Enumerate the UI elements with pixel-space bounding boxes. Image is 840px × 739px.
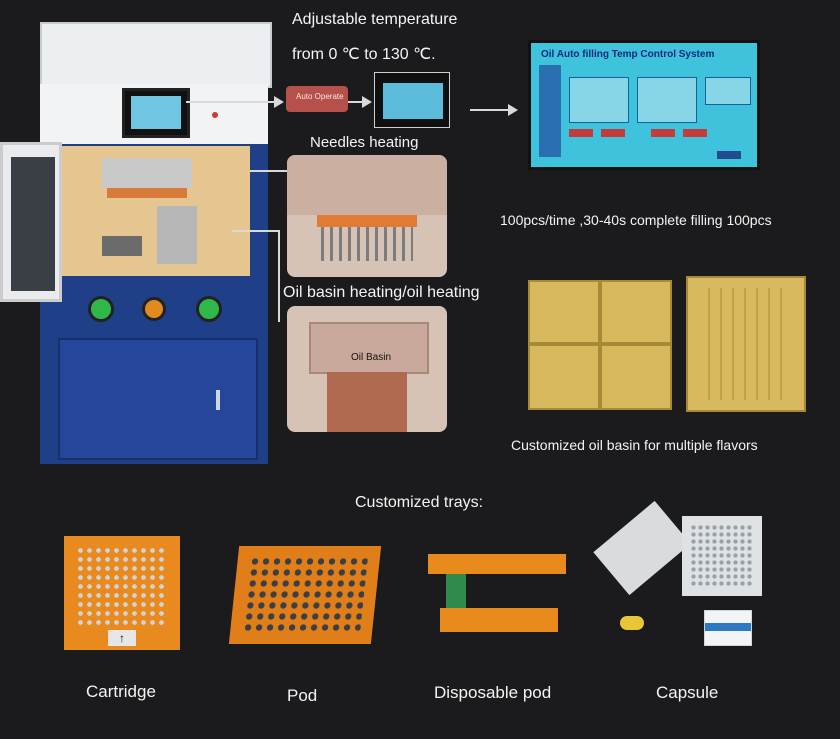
machine-top-cover: [40, 22, 272, 88]
button-panel: [62, 286, 250, 332]
oil-basin-photo: Oil Basin: [287, 306, 447, 432]
capsule-icon: [620, 616, 644, 630]
mini-hmi-frame: [374, 72, 450, 128]
machine-cabinet: [58, 338, 258, 460]
capsule-tray-angled: [593, 500, 691, 596]
indicator-light-icon: [212, 112, 218, 118]
custom-basin-caption: Customized oil basin for multiple flavor…: [511, 437, 758, 453]
capacity-text: 100pcs/time ,30-40s complete filling 100…: [500, 212, 772, 228]
heating-module: Auto Operate: [286, 86, 348, 112]
needles-heating-photo: [287, 155, 447, 277]
emergency-stop-icon: [142, 297, 166, 321]
disposable-pod-top-plate: [428, 554, 566, 574]
tray-label-disposable-pod: Disposable pod: [434, 683, 552, 702]
capsule-tray-flat: [682, 516, 762, 596]
tray-label-pod: Pod: [287, 686, 318, 705]
arrow-right-icon: [508, 104, 518, 116]
arrow-line: [278, 230, 280, 322]
reset-button-icon: [196, 296, 222, 322]
oil-basin-heating-label: Oil basin heating/oil heating: [283, 284, 480, 301]
pod-tray: [228, 546, 382, 644]
temp-control-screen: Oil Auto filling Temp Control System: [528, 40, 760, 170]
custom-trays-heading: Customized trays:: [355, 494, 484, 511]
tray-label-cartridge: Cartridge: [86, 682, 156, 701]
filling-chamber: [62, 146, 250, 276]
arrow-line: [232, 230, 280, 232]
tray-label-capsule: Capsule: [656, 683, 719, 702]
disposable-pod-base: [440, 608, 558, 632]
arrow-line: [470, 109, 510, 111]
needles-heating-label: Needles heating: [310, 134, 419, 151]
temperature-range: from 0 ℃ to 130 ℃.: [292, 46, 436, 63]
start-button-icon: [88, 296, 114, 322]
arrow-line: [186, 101, 276, 103]
machine-touchscreen: [122, 88, 190, 138]
oil-basin-4-compartment: [528, 280, 672, 410]
arrow-up-icon: ↑: [108, 630, 136, 646]
oil-basin-single: [686, 276, 806, 412]
machine-door: [0, 142, 62, 302]
cartridge-tray: ↑: [64, 536, 180, 650]
arrow-right-icon: [362, 96, 372, 108]
arrow-right-icon: [274, 96, 284, 108]
arrow-line: [348, 101, 364, 103]
disposable-pod-holder: [446, 574, 466, 610]
capsule-box: [704, 610, 752, 646]
temperature-heading: Adjustable temperature: [292, 11, 458, 28]
